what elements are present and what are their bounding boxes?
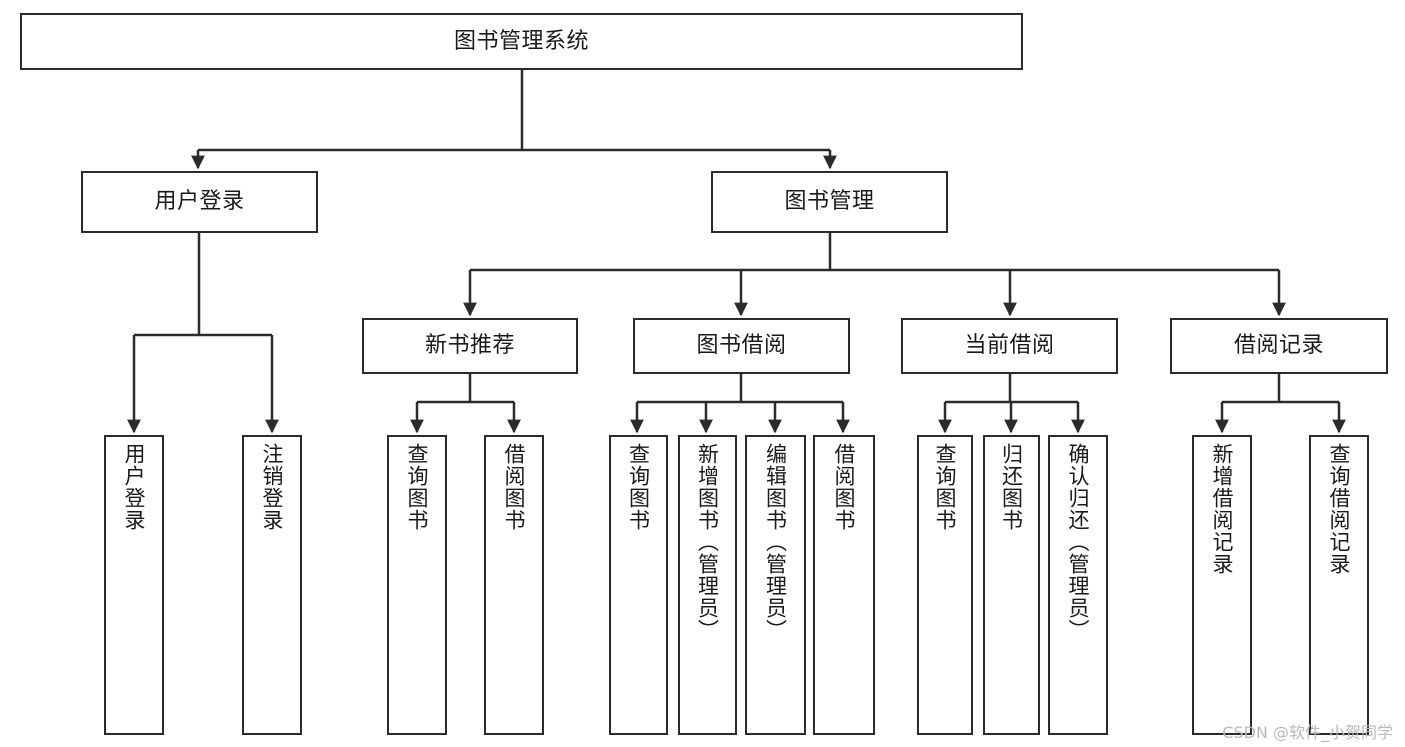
node-root[interactable]: 图书管理系统 bbox=[20, 13, 1023, 70]
watermark: CSDN @软件_小贺同学 bbox=[1222, 723, 1393, 742]
leaf-borrow-book-recommend[interactable]: 借阅图书 bbox=[484, 435, 544, 735]
leaf-query-book-borrow[interactable]: 查询图书 bbox=[609, 435, 668, 735]
leaf-add-book-admin[interactable]: 新增图书（管理员） bbox=[678, 435, 737, 735]
leaf-edit-book-admin[interactable]: 编辑图书（管理员） bbox=[745, 435, 806, 735]
node-user-login-label: 用户登录 bbox=[154, 189, 245, 215]
node-new-book-recommend[interactable]: 新书推荐 bbox=[362, 318, 578, 374]
leaf-query-book-recommend[interactable]: 查询图书 bbox=[387, 435, 447, 735]
leaf-label: 新增借阅记录 bbox=[1210, 443, 1235, 575]
leaf-label: 确认归还（管理员） bbox=[1066, 443, 1091, 641]
leaf-label: 借阅图书 bbox=[502, 443, 527, 531]
node-book-management[interactable]: 图书管理 bbox=[711, 171, 948, 233]
leaf-label: 查询图书 bbox=[933, 443, 958, 531]
node-book-borrow[interactable]: 图书借阅 bbox=[633, 318, 850, 374]
leaf-label: 新增图书（管理员） bbox=[695, 443, 720, 641]
leaf-user-login[interactable]: 用户登录 bbox=[104, 435, 164, 735]
node-current-borrow-label: 当前借阅 bbox=[964, 333, 1055, 359]
leaf-borrow-book[interactable]: 借阅图书 bbox=[813, 435, 875, 735]
leaf-user-logout[interactable]: 注销登录 bbox=[242, 435, 302, 735]
leaf-label: 用户登录 bbox=[122, 443, 147, 531]
leaf-return-book[interactable]: 归还图书 bbox=[983, 435, 1040, 735]
leaf-label: 借阅图书 bbox=[832, 443, 857, 531]
node-book-management-label: 图书管理 bbox=[784, 189, 875, 215]
leaf-label: 查询图书 bbox=[626, 443, 651, 531]
leaf-label: 查询借阅记录 bbox=[1327, 443, 1352, 575]
node-root-label: 图书管理系统 bbox=[453, 28, 589, 54]
node-book-borrow-label: 图书借阅 bbox=[696, 333, 787, 359]
leaf-confirm-return-admin[interactable]: 确认归还（管理员） bbox=[1048, 435, 1108, 735]
node-borrow-records-label: 借阅记录 bbox=[1233, 333, 1324, 359]
leaf-query-book-current[interactable]: 查询图书 bbox=[917, 435, 973, 735]
leaf-add-borrow-record[interactable]: 新增借阅记录 bbox=[1192, 435, 1252, 735]
node-borrow-records[interactable]: 借阅记录 bbox=[1170, 318, 1388, 374]
node-current-borrow[interactable]: 当前借阅 bbox=[901, 318, 1118, 374]
leaf-label: 归还图书 bbox=[999, 443, 1024, 531]
leaf-label: 注销登录 bbox=[260, 443, 285, 531]
leaf-query-borrow-record[interactable]: 查询借阅记录 bbox=[1309, 435, 1369, 735]
node-new-book-recommend-label: 新书推荐 bbox=[424, 333, 515, 359]
leaf-label: 编辑图书（管理员） bbox=[763, 443, 788, 641]
node-user-login[interactable]: 用户登录 bbox=[81, 171, 318, 233]
leaf-label: 查询图书 bbox=[405, 443, 430, 531]
